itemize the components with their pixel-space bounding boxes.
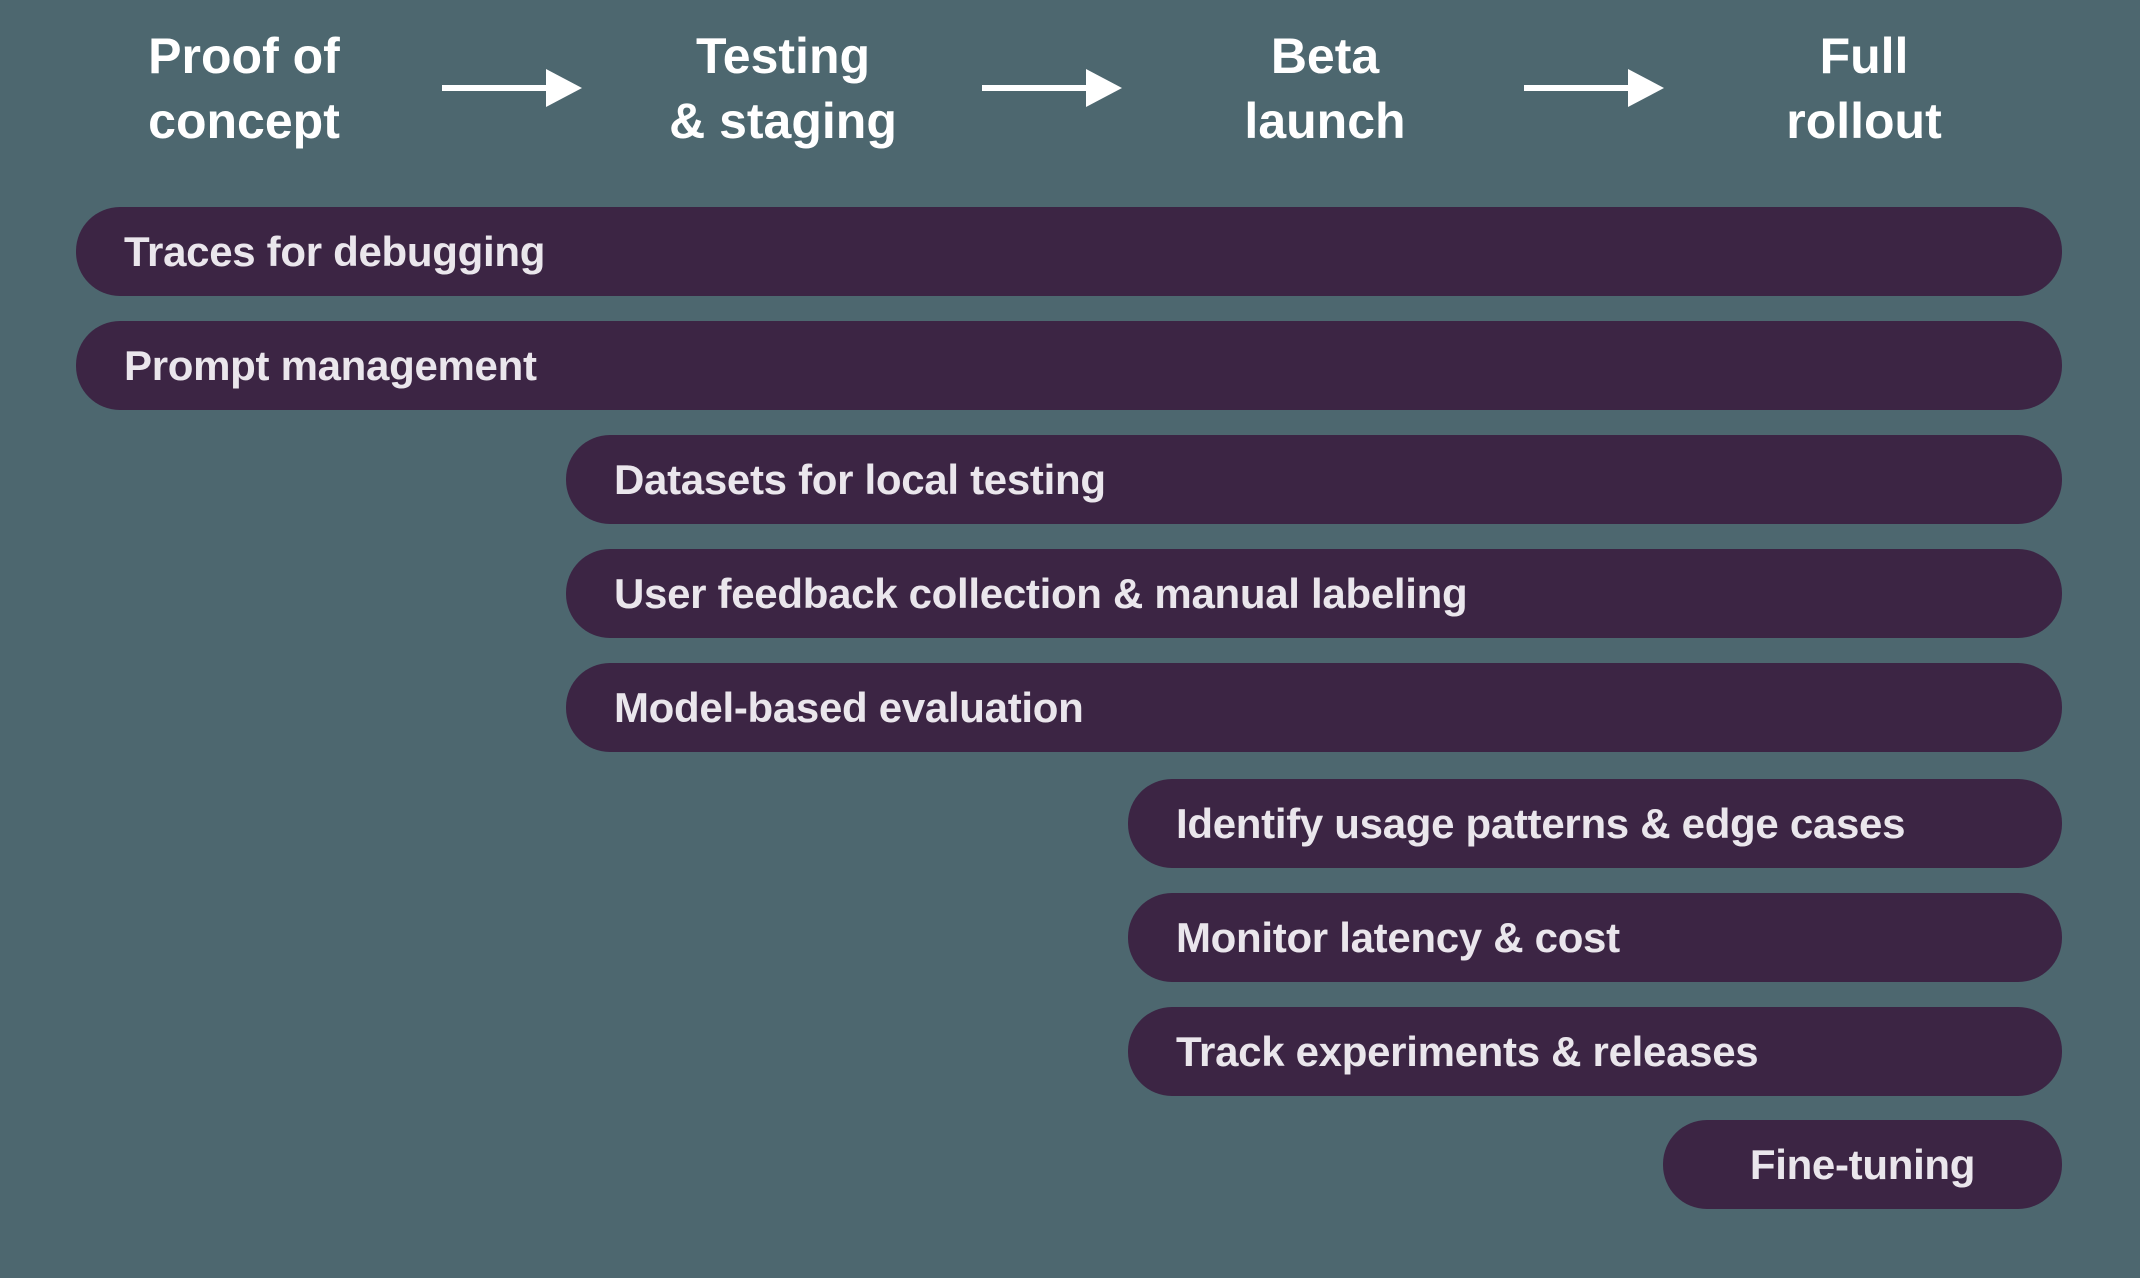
phase-line: Proof of	[148, 28, 340, 84]
bar-traces-for-debugging: Traces for debugging	[76, 207, 2062, 296]
bar-label: Datasets for local testing	[614, 456, 1106, 503]
phase-line: Testing	[695, 28, 871, 84]
phase-proof-of-concept: Proof of concept	[34, 24, 454, 154]
bar-label: Track experiments & releases	[1176, 1028, 1759, 1075]
phase-full-rollout: Full rollout	[1654, 24, 2074, 154]
bar-monitor-latency-cost: Monitor latency & cost	[1128, 893, 2062, 982]
bar-label: Monitor latency & cost	[1176, 914, 1620, 961]
bar-label: Prompt management	[124, 342, 537, 389]
phase-line: launch	[1244, 93, 1406, 149]
phase-line: concept	[148, 93, 340, 149]
bar-label: User feedback collection & manual labeli…	[614, 570, 1468, 617]
bar-identify-usage-patterns: Identify usage patterns & edge cases	[1128, 779, 2062, 868]
bar-label: Fine-tuning	[1749, 1141, 1976, 1188]
bar-user-feedback-collection: User feedback collection & manual labeli…	[566, 549, 2062, 638]
arrow-right-icon	[982, 68, 1122, 108]
phase-line: Beta	[1270, 28, 1380, 84]
bar-datasets-for-local-testing: Datasets for local testing	[566, 435, 2062, 524]
arrow-right-icon	[442, 68, 582, 108]
bar-label: Model-based evaluation	[614, 684, 1084, 731]
bar-label: Traces for debugging	[124, 228, 546, 275]
bar-label: Identify usage patterns & edge cases	[1176, 800, 1906, 847]
phase-testing-staging: Testing & staging	[573, 24, 993, 154]
phase-beta-launch: Beta launch	[1115, 24, 1535, 154]
bar-model-based-evaluation: Model-based evaluation	[566, 663, 2062, 752]
phase-line: rollout	[1786, 93, 1942, 149]
arrow-right-icon	[1524, 68, 1664, 108]
phase-line: & staging	[669, 93, 897, 149]
bar-track-experiments-releases: Track experiments & releases	[1128, 1007, 2062, 1096]
bar-prompt-management: Prompt management	[76, 321, 2062, 410]
phase-line: Full	[1819, 28, 1909, 84]
bar-fine-tuning: Fine-tuning	[1663, 1120, 2062, 1209]
